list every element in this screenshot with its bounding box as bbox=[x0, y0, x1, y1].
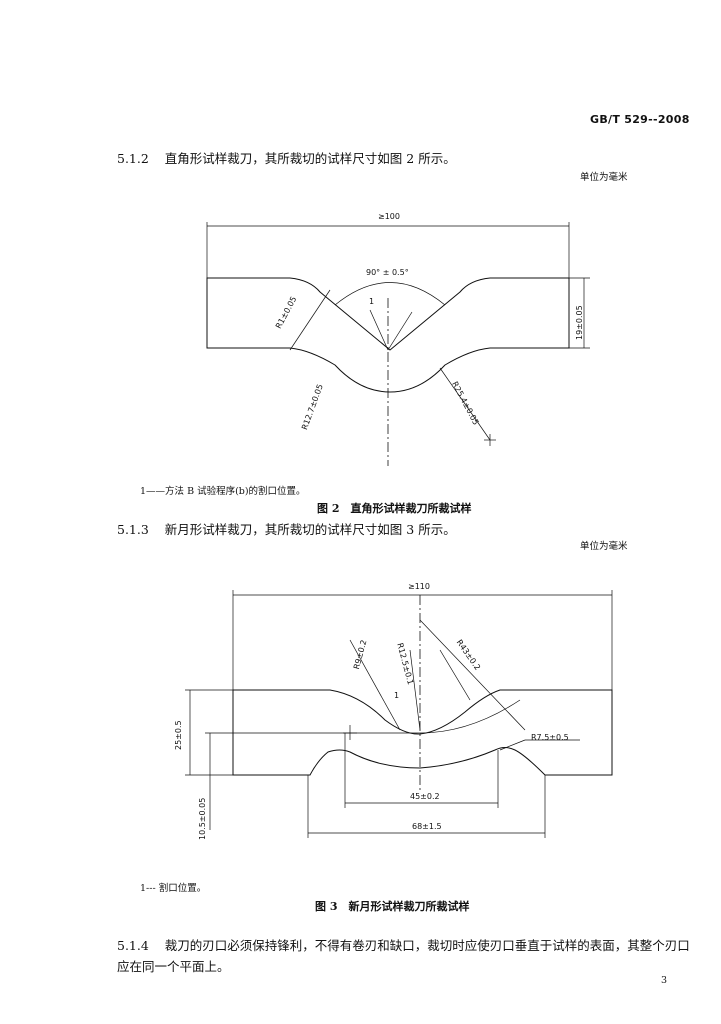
fig3-caption: 图 3 新月形试样裁刀所裁试样 bbox=[315, 900, 470, 913]
standard-code: GB/T 529--2008 bbox=[590, 113, 690, 126]
fig2-caption: 图 2 直角形试样裁刀所裁试样 bbox=[317, 502, 472, 515]
section-number: 5.1.2 bbox=[117, 151, 149, 166]
section-text-continued: 应在同一个平面上。 bbox=[117, 959, 230, 974]
fig2-marker: 1 bbox=[369, 297, 375, 306]
section-5-1-4: 5.1.4 裁刀的刃口必须保持锋利，不得有卷刃和缺口，裁切时应使刃口垂直于试样的… bbox=[117, 935, 690, 954]
section-text: 裁刀的刃口必须保持锋利，不得有卷刃和缺口，裁切时应使刃口垂直于试样的表面，其整个… bbox=[164, 938, 690, 953]
fig3-length-dim: ≥110 bbox=[408, 582, 430, 591]
section-number: 5.1.4 bbox=[117, 938, 149, 953]
fig2-note: 1——方法 B 试验程序(b)的割口位置。 bbox=[140, 486, 306, 497]
fig3-marker: 1 bbox=[394, 691, 400, 700]
page-number: 3 bbox=[661, 975, 668, 986]
unit-label: 单位为毫米 bbox=[580, 172, 628, 183]
fig3-note: 1--- 割口位置。 bbox=[140, 883, 207, 894]
fig3-45-dim: 45±0.2 bbox=[410, 792, 440, 801]
fig2-length-dim: ≥100 bbox=[378, 212, 400, 221]
section-5-1-3: 5.1.3 新月形试样裁刀，其所裁切的试样尺寸如图 3 所示。 bbox=[117, 519, 456, 538]
section-text: 新月形试样裁刀，其所裁切的试样尺寸如图 3 所示。 bbox=[164, 522, 456, 537]
section-number: 5.1.3 bbox=[117, 522, 149, 537]
fig3-68-dim: 68±1.5 bbox=[412, 822, 442, 831]
fig3-depth-dim: 10.5±0.05 bbox=[198, 797, 207, 840]
fig3-r7-dim: R7.5±0.5 bbox=[531, 733, 569, 742]
section-text: 直角形试样裁刀，其所裁切的试样尺寸如图 2 所示。 bbox=[164, 151, 456, 166]
unit-label: 单位为毫米 bbox=[580, 541, 628, 552]
section-5-1-2: 5.1.2 直角形试样裁刀，其所裁切的试样尺寸如图 2 所示。 bbox=[117, 148, 456, 167]
fig3-width-dim: 25±0.5 bbox=[174, 720, 183, 750]
fig2-angle-dim: 90° ± 0.5° bbox=[366, 268, 409, 277]
